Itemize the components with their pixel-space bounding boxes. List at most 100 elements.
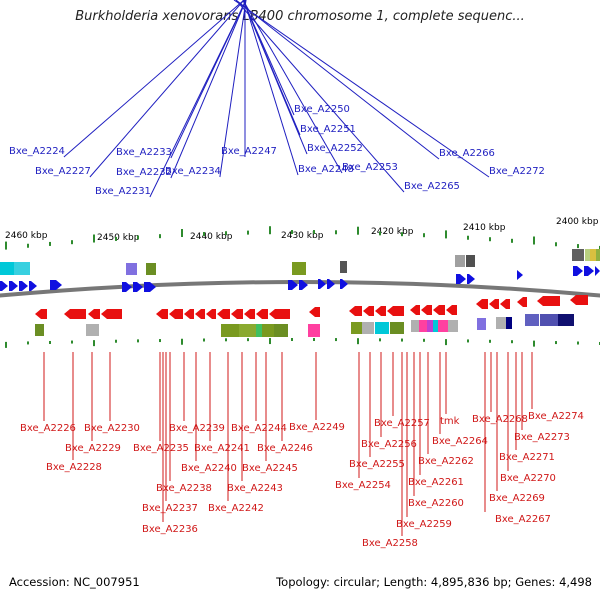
gene-label-reverse: Bxe_A2258 — [362, 538, 418, 549]
scale-tick — [159, 339, 161, 343]
scale-tick — [115, 236, 117, 241]
scale-tick — [49, 241, 51, 246]
forward-gene-arrow — [299, 280, 308, 290]
gene-labels: Bxe_A2224Bxe_A2227Bxe_A2231Bxe_A2232Bxe_… — [9, 104, 584, 549]
domain-box — [308, 324, 320, 337]
domain-box — [558, 314, 574, 326]
reverse-gene-arrow — [156, 309, 168, 319]
gene-label-forward: Bxe_A2248 — [298, 164, 354, 175]
gene-label-forward: Bxe_A2250 — [294, 104, 350, 115]
scale-tick — [313, 230, 315, 235]
domain-box — [427, 320, 433, 332]
connector-line — [233, 0, 490, 178]
scale-tick — [489, 339, 491, 343]
gene-label-reverse: Bxe_A2228 — [46, 462, 102, 473]
scale-tick — [93, 340, 95, 347]
domain-box — [239, 324, 256, 337]
reverse-gene-arrow — [500, 299, 510, 309]
reverse-gene-arrow — [101, 309, 122, 319]
forward-gene-arrow — [0, 281, 8, 291]
gene-label-forward: Bxe_A2266 — [439, 148, 495, 159]
forward-gene-arrow — [340, 279, 348, 289]
reverse-gene-arrow — [195, 309, 205, 319]
forward-gene-arrow — [144, 282, 156, 292]
gene-label-reverse: Bxe_A2235 — [133, 443, 189, 454]
gene-label-reverse: Bxe_A2230 — [84, 423, 140, 434]
domain-box — [362, 322, 374, 334]
scale-tick — [467, 339, 469, 343]
reverse-gene-arrow — [476, 299, 488, 309]
map-title: Burkholderia xenovorans LB400 chromosome… — [75, 9, 525, 24]
scale-tick — [71, 240, 73, 245]
gene-label-reverse: Bxe_A2256 — [361, 439, 417, 450]
connector-line — [243, 0, 299, 176]
scale-tick — [203, 232, 205, 237]
connector-line — [235, 0, 440, 160]
gene-label-reverse: Bxe_A2239 — [169, 423, 225, 434]
reverse-gene-arrow — [217, 309, 230, 319]
gene-label-reverse: Bxe_A2260 — [408, 498, 464, 509]
scale-tick — [93, 234, 95, 243]
scale-tick — [511, 340, 513, 344]
kbp-label: 2410 kbp — [463, 223, 506, 233]
domain-box — [262, 324, 274, 337]
domain-box — [126, 263, 137, 275]
gene-label-forward: Bxe_A2253 — [342, 162, 398, 173]
gene-label-reverse: tmk — [440, 416, 460, 427]
scale-tick — [291, 230, 293, 235]
scale-tick — [115, 339, 117, 343]
gene-label-forward: Bxe_A2231 — [95, 186, 151, 197]
domain-box — [540, 314, 558, 326]
domain-box — [466, 255, 475, 267]
reverse-gene-arrow — [433, 305, 445, 315]
forward-gene-arrow — [456, 274, 466, 284]
domain-box — [525, 314, 539, 326]
scale-tick — [379, 338, 381, 342]
scale-tick — [357, 338, 359, 345]
domain-box — [455, 255, 465, 267]
gene-label-reverse: Bxe_A2262 — [418, 456, 474, 467]
gene-label-forward: Bxe_A2272 — [489, 166, 545, 177]
domain-box — [477, 318, 486, 330]
reverse-gene-arrow — [206, 309, 216, 319]
gene-label-reverse: Bxe_A2240 — [181, 463, 237, 474]
domain-box — [390, 322, 404, 334]
gene-label-reverse: Bxe_A2249 — [289, 422, 345, 433]
tick-marks — [5, 226, 600, 348]
domain-box — [351, 322, 362, 334]
scale-tick — [247, 230, 249, 235]
scale-tick — [5, 241, 7, 250]
forward-gene-arrow — [517, 270, 523, 280]
scale-tick — [577, 244, 579, 249]
forward-gene-arrow — [595, 266, 600, 276]
domain-box — [375, 322, 389, 334]
scale-tick — [401, 232, 403, 237]
scale-tick — [27, 243, 29, 248]
gene-label-reverse: Bxe_A2246 — [257, 443, 313, 454]
gene-label-forward: Bxe_A2252 — [307, 143, 363, 154]
domain-box — [14, 262, 30, 275]
connector-line — [242, 0, 343, 174]
gene-label-reverse: Bxe_A2229 — [65, 443, 121, 454]
scale-tick — [401, 338, 403, 342]
kbp-label: 2460 kbp — [5, 231, 48, 241]
forward-gene-arrow — [122, 282, 132, 292]
domain-box — [340, 261, 347, 273]
feature-boxes — [0, 249, 600, 337]
forward-gene-arrow — [19, 281, 28, 291]
connector-line — [63, 0, 245, 158]
scale-tick — [137, 235, 139, 240]
domain-box — [0, 262, 14, 275]
scale-tick — [533, 340, 535, 347]
scale-tick — [555, 341, 557, 345]
label-connectors — [43, 0, 533, 536]
kbp-label: 2440 kbp — [190, 232, 233, 242]
connector-line — [219, 0, 247, 178]
forward-gene-arrow — [133, 282, 143, 292]
scale-tick — [335, 230, 337, 235]
reverse-gene-arrow — [363, 306, 374, 316]
domain-box — [438, 320, 448, 332]
domain-box — [572, 249, 584, 261]
forward-gene-arrow — [327, 279, 335, 289]
